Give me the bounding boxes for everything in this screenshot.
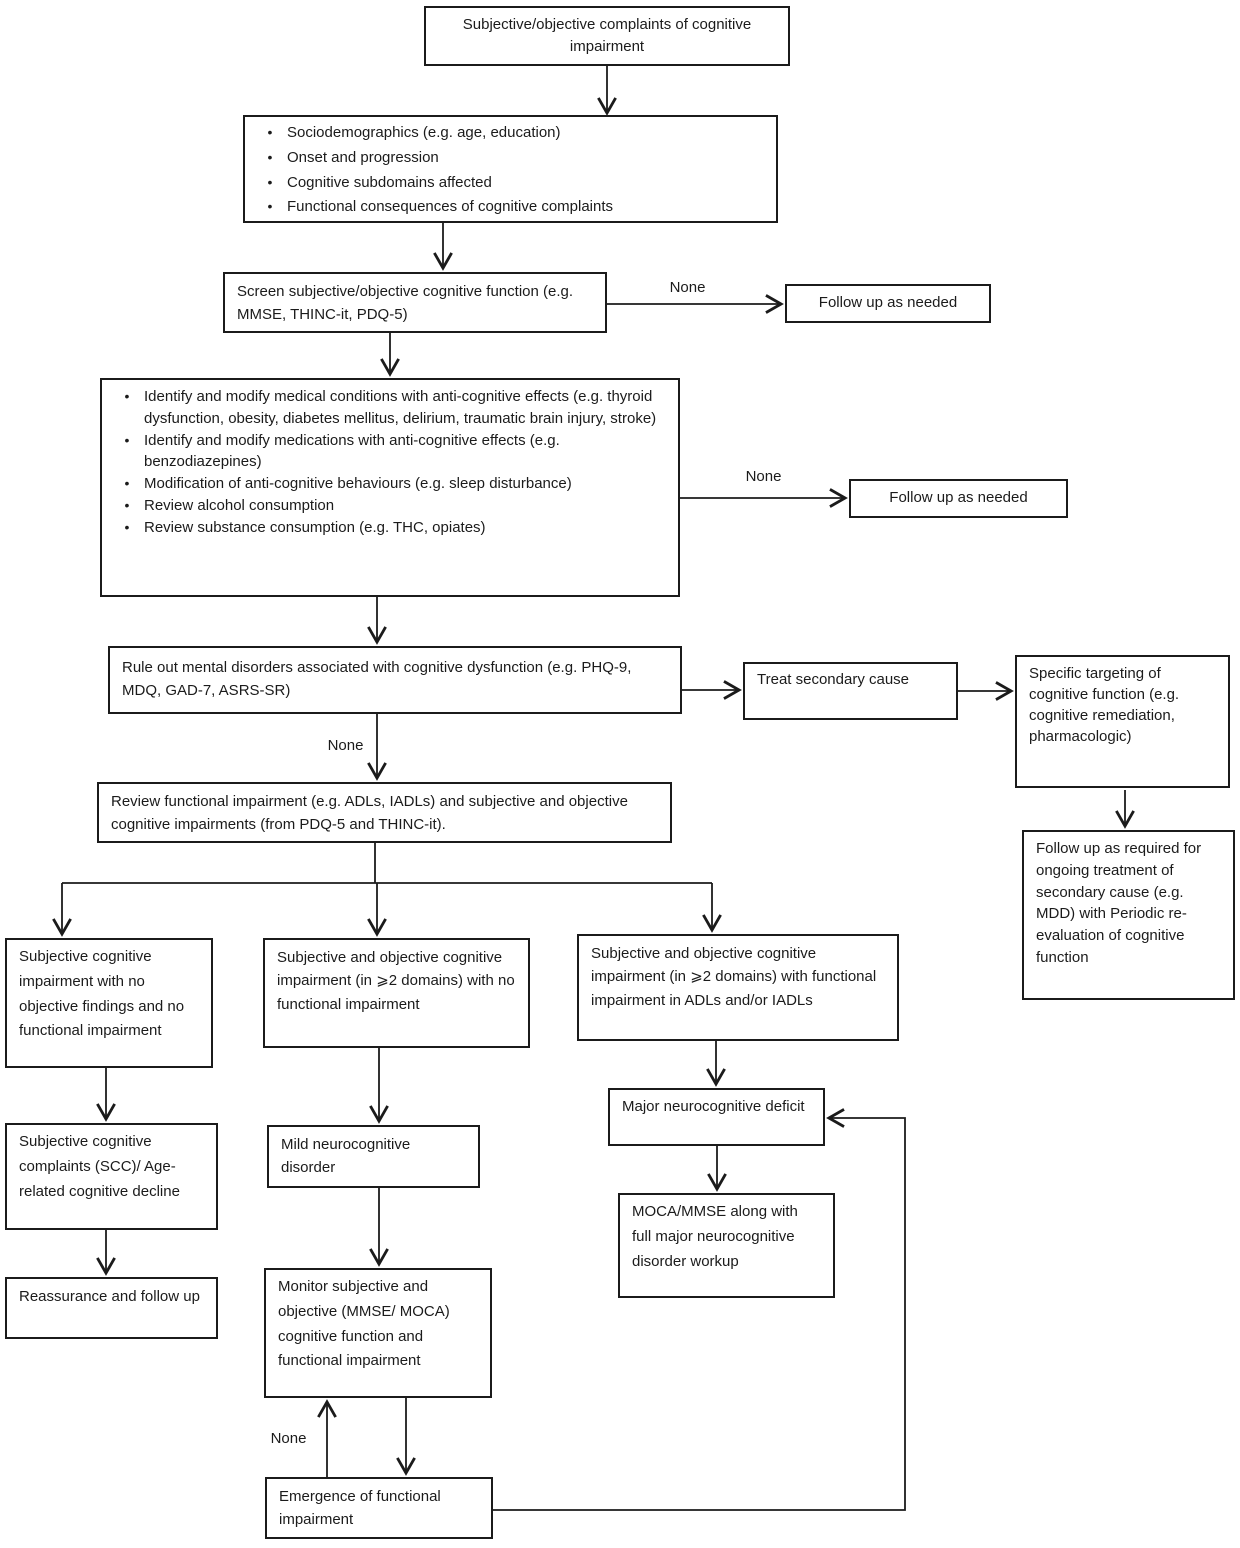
bullet-text: Cognitive subdomains affected [287,173,492,191]
node-scc-age-related-decline: Subjective cognitive complaints (SCC)/ A… [5,1123,218,1230]
bullet-icon: • [124,431,130,448]
bullet-icon: • [267,198,273,215]
list-item: • Modification of anti-cognitive behavio… [110,473,668,495]
list-item: • Onset and progression [253,146,766,171]
node-follow-up-secondary-cause: Follow up as required for ongoing treatm… [1022,830,1235,1000]
bullet-text: Review alcohol consumption [144,496,335,514]
node-screen-cognitive-function: Screen subjective/objective cognitive fu… [223,272,607,333]
node-subj-obj-no-functional: Subjective and objective cognitive impai… [263,938,530,1048]
bullet-icon: • [124,496,130,513]
node-rule-out-mental-disorders: Rule out mental disorders associated wit… [108,646,682,714]
list-item: • Functional consequences of cognitive c… [253,195,766,220]
node-subj-obj-with-functional: Subjective and objective cognitive impai… [577,934,899,1041]
bullet-icon: • [124,388,130,404]
bullet-text: Identify and modify medications with ant… [144,431,560,471]
node-emergence-functional-impairment: Emergence of functional impairment [265,1477,493,1539]
bullet-icon: • [124,518,130,535]
bullet-text: Onset and progression [287,148,439,166]
node-complaints: Subjective/objective complaints of cogni… [424,6,790,66]
node-subjective-impairment-only: Subjective cognitive impairment with no … [5,938,213,1068]
bullet-icon: • [267,124,273,140]
bullet-icon: • [267,173,273,190]
node-reassurance-follow-up: Reassurance and follow up [5,1277,218,1339]
node-major-neurocognitive-deficit: Major neurocognitive deficit [608,1088,825,1146]
list-item: • Cognitive subdomains affected [253,171,766,196]
edge-label-none-emergence: None [259,1428,318,1451]
node-mild-neurocognitive-disorder: Mild neurocognitive disorder [267,1125,480,1188]
edge-label-none-modify: None [734,466,793,489]
node-specific-targeting: Specific targeting of cognitive function… [1015,655,1230,788]
bullet-text: Functional consequences of cognitive com… [287,198,614,216]
node-history-assessment: • Sociodemographics (e.g. age, education… [243,115,778,223]
edge-label-none-screen: None [658,277,717,300]
edge-label-none-rule-out: None [316,735,375,758]
bullet-text: Review substance consumption (e.g. THC, … [144,518,486,536]
list-item: • Identify and modify medications with a… [110,430,668,474]
node-follow-up-as-needed-1: Follow up as needed [785,284,991,323]
list-item: • Review substance consumption (e.g. THC… [110,517,668,539]
node-follow-up-as-needed-2: Follow up as needed [849,479,1068,518]
bullet-text: Identify and modify medical conditions w… [144,388,657,427]
node-identify-modify: • Identify and modify medical conditions… [100,378,680,597]
bullet-text: Sociodemographics (e.g. age, education) [287,124,561,141]
list-item: • Identify and modify medical conditions… [110,386,668,430]
node-monitor-cognitive-function: Monitor subjective and objective (MMSE/ … [264,1268,492,1398]
bullet-text: Modification of anti-cognitive behaviour… [144,475,572,492]
node-review-functional-impairment: Review functional impairment (e.g. ADLs,… [97,782,672,843]
list-item: • Sociodemographics (e.g. age, education… [253,121,766,146]
bullet-icon: • [267,148,273,165]
bullet-icon: • [124,475,130,491]
node-moca-mmse-workup: MOCA/MMSE along with full major neurocog… [618,1193,835,1298]
list-item: • Review alcohol consumption [110,495,668,517]
node-treat-secondary-cause: Treat secondary cause [743,662,958,720]
